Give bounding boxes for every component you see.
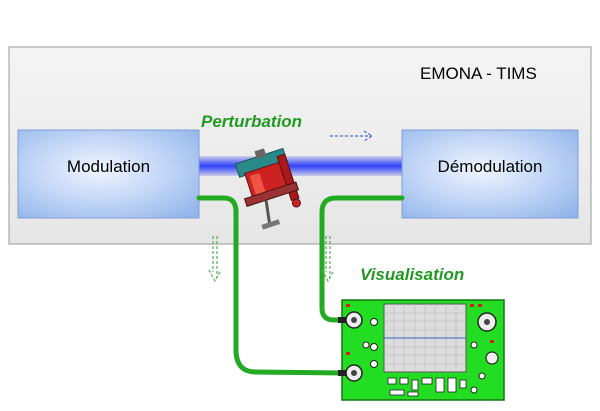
visualisation-label: Visualisation bbox=[360, 265, 465, 284]
dashed-arrow-icon bbox=[208, 236, 222, 283]
bench-title: EMONA - TIMS bbox=[420, 64, 537, 83]
probe-cable-demodulation bbox=[319, 195, 405, 323]
dashed-arrow-icon bbox=[321, 236, 335, 283]
probe-cable-modulation bbox=[196, 195, 347, 376]
demodulation-block bbox=[401, 129, 579, 219]
oscilloscope-icon bbox=[338, 299, 505, 401]
clamp-vise-icon bbox=[234, 147, 301, 230]
modulation-label: Modulation bbox=[66, 157, 151, 176]
signal-path-beam bbox=[199, 156, 402, 176]
demodulation-label: Démodulation bbox=[437, 157, 543, 176]
dashed-arrow-icon bbox=[330, 130, 374, 142]
perturbation-label: Perturbation bbox=[201, 112, 303, 131]
modulation-block bbox=[17, 129, 200, 219]
